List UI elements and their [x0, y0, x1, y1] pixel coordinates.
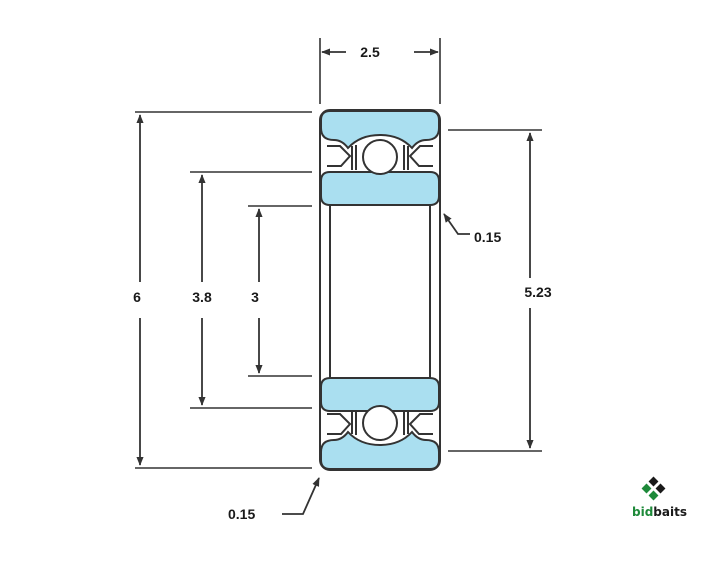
label-chamfer-outer: 0.15	[228, 506, 255, 522]
label-outer-diameter: 6	[133, 289, 141, 305]
ball-bottom	[362, 405, 398, 441]
seal-top-right	[408, 145, 433, 167]
cage-top-left	[351, 145, 357, 170]
label-bore: 3	[251, 289, 259, 305]
label-outer-ring-inner-diameter: 5.23	[524, 284, 551, 300]
logo-text-part2: baits	[653, 505, 687, 519]
inner-ring-bottom	[320, 377, 440, 412]
bearing-section	[319, 109, 441, 471]
inner-ring-top	[320, 171, 440, 206]
ball-top	[362, 139, 398, 175]
logo-mark-icon	[641, 476, 666, 501]
logo-text-part1: bid	[632, 505, 653, 519]
label-chamfer-inner: 0.15	[474, 229, 501, 245]
cage-top-right	[403, 145, 409, 170]
extension-lines	[135, 38, 542, 469]
seal-bottom-left	[327, 413, 352, 435]
outer-ring-bottom	[320, 430, 440, 470]
brand-logo: bidbaits	[632, 476, 687, 519]
seal-top-left	[327, 145, 352, 167]
svg-text:bidbaits: bidbaits	[632, 505, 687, 519]
label-inner-ring-diameter: 3.8	[192, 289, 212, 305]
cage-bottom-left	[351, 410, 357, 435]
outer-ring-top	[320, 110, 440, 150]
dimension-lines	[136, 48, 534, 515]
chamfer-leader-inner	[443, 213, 470, 235]
label-width: 2.5	[360, 44, 380, 60]
chamfer-leader-outer	[282, 477, 320, 515]
seal-bottom-right	[408, 413, 433, 435]
cage-bottom-right	[403, 410, 409, 435]
